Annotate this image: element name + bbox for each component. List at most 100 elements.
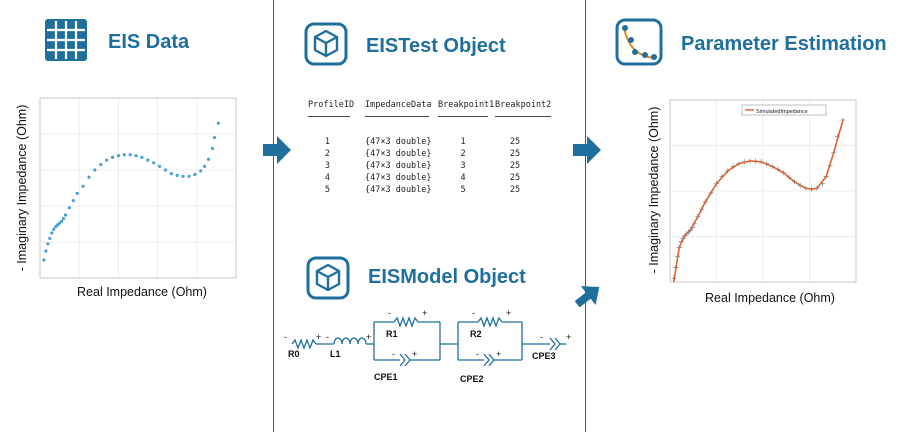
profile-table: ProfileID ImpedanceData Breakpoint1 Brea…: [308, 100, 568, 210]
terminal-plus: +: [496, 349, 501, 359]
arrow-right-icon: [263, 136, 291, 164]
eis-data-gridlines: [40, 98, 236, 278]
data-point: [199, 169, 203, 173]
data-point: [50, 231, 54, 235]
data-point: [140, 155, 144, 159]
data-point: [212, 136, 217, 140]
table-cell: {47×3 double}: [365, 185, 432, 195]
table-header-rule: [495, 116, 551, 117]
data-point: [105, 158, 109, 162]
resistor-r2-icon: [477, 316, 503, 328]
terminal-plus: +: [566, 332, 571, 342]
grid-table-icon: [44, 18, 88, 62]
curve-fit-icon: [615, 18, 663, 66]
param-fit-line: [672, 119, 844, 283]
table-header-breakpoint1: Breakpoint1: [438, 100, 495, 110]
terminal-plus: +: [366, 332, 371, 342]
legend-simulated-impedance: SimulatedImpedance: [756, 109, 808, 115]
arrow-diagonal-icon: [574, 286, 600, 308]
label-r0: R0: [288, 349, 300, 359]
terminal-minus: -: [540, 332, 543, 342]
cpe3-icon: [549, 337, 556, 351]
table-header-profileid: ProfileID: [308, 100, 355, 110]
data-point: [67, 206, 71, 210]
table-cell: 2: [324, 149, 330, 159]
label-cpe3: CPE3: [532, 351, 556, 361]
table-cell: {47×3 double}: [365, 161, 432, 171]
data-point: [206, 157, 211, 161]
table-cell: 5: [324, 185, 330, 195]
parameter-estimation-chart: SimulatedImpedance Real Impedance (Ohm) …: [647, 99, 857, 305]
param-gridlines: [670, 100, 856, 282]
data-point: [61, 217, 66, 221]
table-cell: {47×3 double}: [365, 173, 432, 183]
data-point: [48, 236, 52, 240]
table-header-rule: [365, 116, 429, 117]
divider-left: [273, 0, 274, 432]
data-point: [42, 258, 46, 262]
terminal-plus: +: [506, 308, 511, 318]
data-point: [71, 199, 75, 203]
data-point: [75, 191, 79, 195]
param-legend: SimulatedImpedance: [741, 104, 827, 116]
eis-data-points: [42, 121, 220, 262]
data-point: [157, 164, 162, 168]
data-point: [181, 174, 185, 178]
equivalent-circuit: R0 L1 R1 CPE1 R2 CPE2 CPE3 - + - + - + -…: [284, 308, 571, 384]
inductor-l1-icon: [333, 337, 367, 345]
terminal-minus: -: [326, 332, 329, 342]
data-point: [193, 172, 197, 177]
data-point: [110, 155, 115, 159]
terminal-minus: -: [388, 308, 391, 318]
data-point: [163, 168, 168, 172]
terminal-plus: +: [412, 349, 417, 359]
cpe1-icon: [399, 353, 406, 367]
data-point: [128, 153, 132, 157]
table-cell: 1: [460, 137, 466, 147]
data-point: [187, 174, 191, 178]
eis-data-title: EIS Data: [108, 31, 190, 53]
data-point: [146, 158, 150, 162]
data-point: [122, 153, 126, 157]
param-ylabel: - Imaginary Impedance (Ohm): [647, 107, 661, 274]
data-point: [203, 164, 207, 168]
terminal-plus: +: [422, 308, 427, 318]
data-point: [210, 146, 215, 150]
param-xlabel: Real Impedance (Ohm): [705, 291, 835, 305]
data-point: [116, 154, 120, 158]
divider-right: [585, 0, 586, 432]
terminal-minus: -: [472, 308, 475, 318]
table-cell: 3: [460, 161, 466, 171]
parameter-estimation-title: Parameter Estimation: [681, 33, 887, 55]
label-r2: R2: [470, 329, 482, 339]
data-point: [169, 172, 173, 176]
table-cell: {47×3 double}: [365, 149, 432, 159]
table-cell: 2: [460, 149, 466, 159]
data-point: [81, 184, 85, 188]
table-cell: 25: [509, 173, 521, 183]
cpe2-icon: [483, 353, 490, 367]
param-measured-points: [671, 117, 846, 281]
table-cell: {47×3 double}: [365, 137, 432, 147]
table-header-impedancedata: ImpedanceData: [365, 100, 432, 110]
terminal-plus: +: [316, 332, 321, 342]
cube-icon: [306, 256, 350, 300]
data-point: [46, 242, 50, 246]
data-point: [216, 121, 220, 125]
table-cell: 5: [460, 185, 466, 195]
cube-icon: [304, 22, 348, 66]
resistor-r0-icon: [291, 338, 317, 350]
table-cell: 1: [324, 137, 330, 147]
eismodel-title: EISModel Object: [368, 266, 526, 288]
table-header-breakpoint2: Breakpoint2: [495, 100, 552, 110]
table-cell: 3: [324, 161, 330, 171]
data-point: [152, 161, 156, 165]
terminal-minus: -: [284, 332, 287, 342]
table-cell: 25: [509, 185, 521, 195]
data-point: [134, 154, 138, 158]
eistest-title: EISTest Object: [366, 35, 506, 57]
table-cell: 4: [324, 173, 330, 183]
eis-data-axes-box: [39, 97, 237, 279]
data-point: [63, 213, 68, 217]
eis-data-chart: Real Impedance (Ohm) - Imaginary Impedan…: [15, 97, 237, 299]
